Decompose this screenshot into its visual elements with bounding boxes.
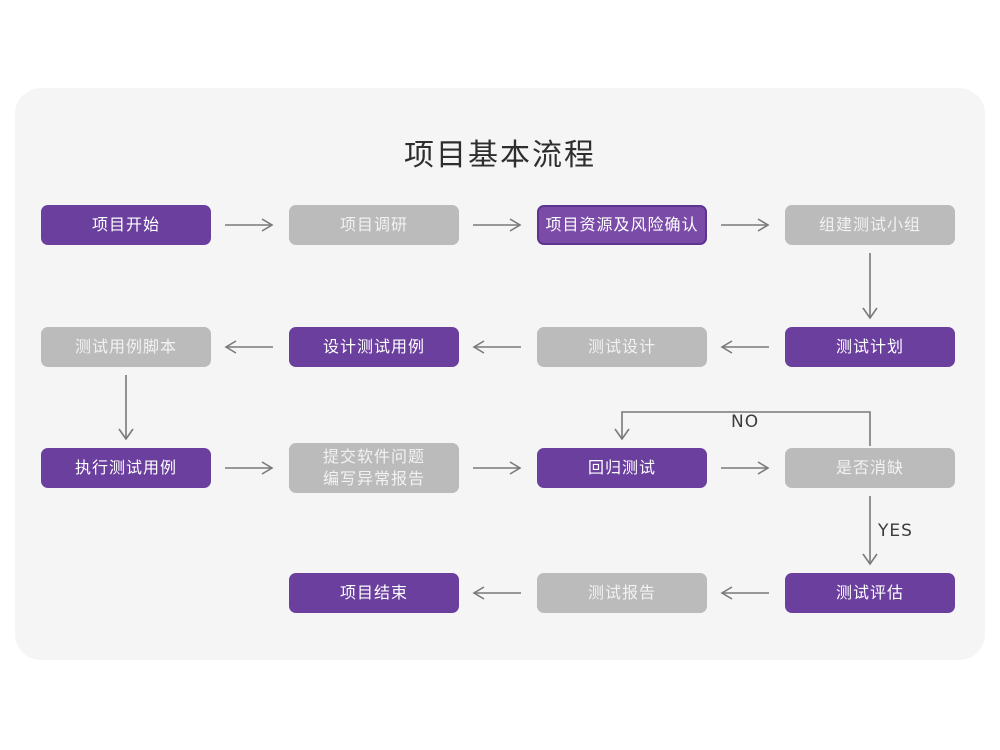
node-project-research[interactable]: 项目调研 xyxy=(289,205,459,245)
node-submit-issue-report[interactable]: 提交软件问题 编写异常报告 xyxy=(289,443,459,493)
node-defect-resolved[interactable]: 是否消缺 xyxy=(785,448,955,488)
arrow-submit-to-regression xyxy=(473,461,522,475)
node-test-evaluation[interactable]: 测试评估 xyxy=(785,573,955,613)
arrow-report-to-end xyxy=(472,586,521,600)
arrow-yes-to-evaluation xyxy=(862,496,878,566)
node-test-case-script[interactable]: 测试用例脚本 xyxy=(41,327,211,367)
arrow-risk-to-team xyxy=(721,218,770,232)
arrow-regression-to-check xyxy=(721,461,770,475)
arrow-research-to-risk xyxy=(473,218,522,232)
arrow-no-feedback-loop xyxy=(614,411,871,446)
node-project-end[interactable]: 项目结束 xyxy=(289,573,459,613)
arrow-execute-to-submit xyxy=(225,461,274,475)
node-execute-test-cases[interactable]: 执行测试用例 xyxy=(41,448,211,488)
node-resource-risk-confirm[interactable]: 项目资源及风险确认 xyxy=(537,205,707,245)
arrow-evaluation-to-report xyxy=(720,586,769,600)
arrow-team-to-plan xyxy=(862,253,878,320)
node-design-test-cases[interactable]: 设计测试用例 xyxy=(289,327,459,367)
node-test-design[interactable]: 测试设计 xyxy=(537,327,707,367)
node-regression-test[interactable]: 回归测试 xyxy=(537,448,707,488)
flowchart-panel xyxy=(15,88,985,660)
node-build-test-team[interactable]: 组建测试小组 xyxy=(785,205,955,245)
arrow-start-to-research xyxy=(225,218,274,232)
arrow-design-to-cases xyxy=(472,340,521,354)
arrow-script-to-execute xyxy=(118,375,134,441)
edge-label-yes: YES xyxy=(878,521,913,541)
page-title: 项目基本流程 xyxy=(404,138,596,173)
arrow-cases-to-script xyxy=(224,340,273,354)
node-test-plan[interactable]: 测试计划 xyxy=(785,327,955,367)
node-project-start[interactable]: 项目开始 xyxy=(41,205,211,245)
edge-label-no: NO xyxy=(731,412,760,432)
node-test-report[interactable]: 测试报告 xyxy=(537,573,707,613)
arrow-plan-to-design xyxy=(720,340,769,354)
